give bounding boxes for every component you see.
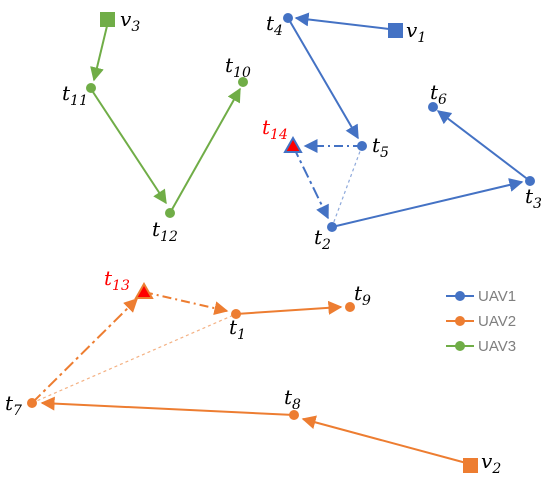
node-t10 xyxy=(238,77,248,87)
edge-t1-t9 xyxy=(235,300,343,315)
uav2-depot-v2 xyxy=(463,458,478,473)
inserted-task-t14 xyxy=(283,135,303,153)
label-t1: t1 xyxy=(229,315,246,343)
uav1-route xyxy=(283,12,535,232)
uav1-depot-v1 xyxy=(388,23,403,38)
label-t10: t10 xyxy=(225,53,251,81)
label-v1: v1 xyxy=(406,18,426,46)
legend: UAV1 UAV2 UAV3 xyxy=(446,288,516,355)
legend-item-uav3: UAV3 xyxy=(446,338,516,355)
inserted-task-t13 xyxy=(134,281,154,299)
edge-t12-t10 xyxy=(169,87,241,214)
legend-item-uav2: UAV2 xyxy=(446,313,516,330)
edge-v3-t11 xyxy=(90,25,108,82)
edge-t2-t3 xyxy=(331,178,524,228)
uav3-depot-v3 xyxy=(100,12,115,27)
edge-t11-t12 xyxy=(90,88,167,205)
legend-marker-uav3 xyxy=(455,341,465,351)
label-t14: t14 xyxy=(262,115,288,143)
edge-t14-t2 xyxy=(292,145,329,220)
node-t11 xyxy=(86,83,96,93)
node-t2 xyxy=(327,222,337,232)
label-v3: v3 xyxy=(120,7,140,35)
label-t8: t8 xyxy=(284,385,301,413)
legend-item-uav1: UAV1 xyxy=(446,288,516,305)
legend-label-uav3: UAV3 xyxy=(478,338,516,355)
legend-label-uav2: UAV2 xyxy=(478,313,516,330)
uav3-route xyxy=(86,12,248,218)
edge-t4-t5 xyxy=(287,17,359,140)
edge-v1-t4 xyxy=(294,12,390,30)
legend-marker-uav2 xyxy=(455,316,465,326)
node-t12 xyxy=(165,208,175,218)
edge-t8-t7 xyxy=(40,396,295,416)
legend-marker-uav1 xyxy=(455,291,465,301)
node-t7 xyxy=(27,398,37,408)
label-t7: t7 xyxy=(5,391,22,419)
node-t5 xyxy=(357,141,367,151)
label-t9: t9 xyxy=(354,281,371,309)
edge-t7-t1 xyxy=(31,313,237,404)
label-t11: t11 xyxy=(62,81,88,109)
edge-t5-t2 xyxy=(331,145,363,228)
label-t5: t5 xyxy=(372,133,389,161)
node-t4 xyxy=(283,13,293,23)
edge-v2-t8 xyxy=(301,415,471,465)
label-t12: t12 xyxy=(152,217,178,245)
node-t3 xyxy=(525,176,535,186)
node-t8 xyxy=(289,410,299,420)
legend-label-uav1: UAV1 xyxy=(478,288,516,305)
node-t1 xyxy=(231,309,241,319)
edge-t7-t13 xyxy=(31,298,138,404)
label-t13: t13 xyxy=(104,266,130,294)
edge-t3-t6 xyxy=(436,110,531,182)
node-t9 xyxy=(345,302,355,312)
uav2-route xyxy=(27,281,478,473)
node-labels: v3 t11 t10 t12 t4 v1 t6 t14 t5 t3 t2 t13… xyxy=(5,7,542,477)
node-t6 xyxy=(428,102,438,112)
label-t4: t4 xyxy=(266,11,283,39)
edge-t13-t1 xyxy=(143,291,229,316)
label-v2: v2 xyxy=(481,449,501,477)
label-t2: t2 xyxy=(314,225,331,253)
label-t3: t3 xyxy=(525,184,542,212)
label-t6: t6 xyxy=(430,80,447,108)
